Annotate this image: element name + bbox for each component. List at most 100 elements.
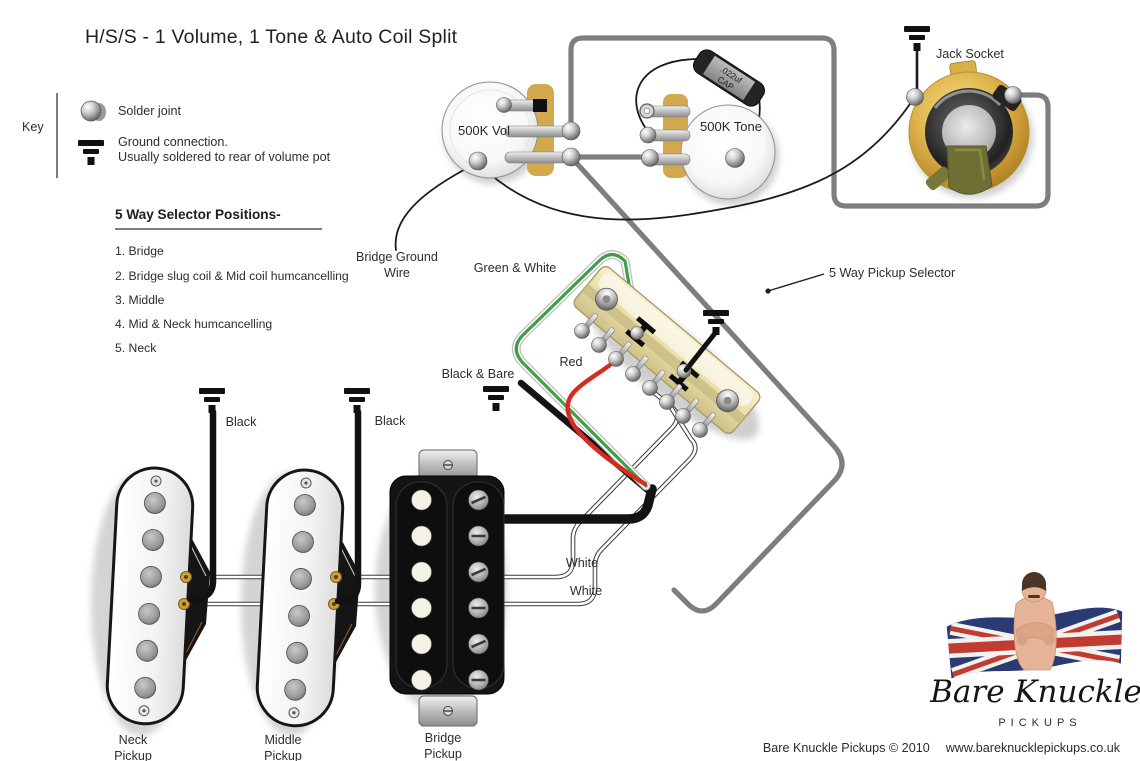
selector-label: 5 Way Pickup Selector (829, 266, 955, 280)
bridge-ground-wire (394, 162, 478, 251)
annotations: H/S/S - 1 Volume, 1 Tone & Auto Coil Spl… (85, 26, 1004, 761)
positions-heading: 5 Way Selector Positions- (115, 207, 281, 222)
tone-pot: 500K Tone (639, 94, 776, 200)
selector-ground-lead (683, 329, 719, 373)
neck-pole-pieces (134, 492, 166, 699)
capacitor-label-band (702, 55, 756, 101)
neck-pickup-label-line1: Neck (119, 733, 148, 747)
brand-sub-name: PICKUPS (998, 717, 1081, 729)
bridge-ground-label-line2: Wire (384, 266, 410, 280)
pot-to-jack-ground-wire (479, 100, 913, 221)
selector-screw-center (602, 295, 611, 304)
black-label-middle: Black (375, 414, 406, 428)
selector-leader-dot (765, 288, 771, 294)
volume-top-lug-terminal (533, 99, 547, 112)
footer-url: www.bareknucklepickups.co.uk (945, 741, 1121, 755)
jack-clip-detail (955, 148, 986, 181)
position-item-2: 2. Bridge slug coil & Mid coil humcancel… (115, 269, 349, 283)
position-item-1: 1. Bridge (115, 244, 164, 258)
volume-lugs (504, 99, 568, 164)
solder-joint (561, 121, 581, 141)
selector-stripe (581, 283, 746, 424)
neck-pickup-label-line2: Pickup (114, 749, 152, 761)
brand-script-name: Bare Knuckle (929, 674, 1140, 710)
solder-joint (641, 149, 659, 167)
white-label-upper: White (566, 556, 598, 570)
ground-symbol-jack (904, 26, 930, 51)
jack-highlight (933, 89, 1002, 109)
humbucker-slug-poles (411, 489, 432, 691)
white-label-lower: White (570, 584, 602, 598)
solder-joint (906, 88, 924, 106)
solder-joint-icon (80, 100, 102, 122)
volume-pot: 500K Vol (441, 81, 581, 179)
vol-to-jack-wire (568, 35, 1051, 209)
position-item-3: 3. Middle (115, 293, 165, 307)
selector-solder-joints (574, 323, 708, 438)
jack-clip-left (925, 166, 951, 191)
ground-symbol-key (78, 140, 104, 165)
ground-symbol-black-bare (483, 386, 509, 411)
footer-line: Bare Knuckle Pickups © 2010 www.bareknuck… (763, 741, 1121, 755)
footer-copyright: Bare Knuckle Pickups © 2010 (763, 741, 930, 755)
position-item-4: 4. Mid & Neck humcancelling (115, 317, 272, 331)
bridge-pickup-label-line2: Pickup (424, 747, 462, 761)
tone-capacitor: .022uf CAP (692, 49, 766, 107)
bridge-pickup-label-line1: Bridge (425, 731, 461, 745)
red-label: Red (559, 355, 582, 369)
selector-positions-list: 5 Way Selector Positions- 1. Bridge 2. B… (115, 207, 349, 355)
black-bare-label: Black & Bare (442, 367, 515, 381)
bridge-ground-label-line1: Bridge Ground (356, 250, 438, 264)
green-wire (514, 252, 648, 488)
ground-symbol-middle (344, 388, 370, 413)
tone-pot-label: 500K Tone (700, 119, 762, 134)
key-ground-line2: Usually soldered to rear of volume pot (118, 150, 331, 164)
solder-joint (725, 148, 745, 168)
ground-symbols (78, 26, 930, 413)
ground-symbol-neck (199, 388, 225, 413)
solder-joint (639, 126, 657, 144)
five-way-selector (573, 266, 761, 434)
position-item-5: 5. Neck (115, 341, 157, 355)
neck-black-wire (186, 408, 217, 603)
middle-pickup-label-line2: Pickup (264, 749, 302, 761)
solder-joint (1004, 86, 1022, 104)
humbucker-screw-poles (468, 489, 489, 691)
white-wire-lower (182, 404, 697, 606)
selector-screw-center (723, 396, 732, 405)
boxer-figure (1013, 572, 1057, 671)
solder-joint (468, 151, 488, 171)
humbucker-screw-coil (452, 481, 505, 689)
middle-black-wire (334, 408, 362, 605)
red-wire (565, 358, 648, 487)
selector-leader-line (767, 273, 825, 292)
solder-joint (561, 147, 581, 167)
jack-socket-label: Jack Socket (936, 47, 1004, 61)
middle-pickup-label-line1: Middle (264, 733, 301, 747)
jack-clip (946, 145, 993, 195)
volume-pot-label: 500K Vol (458, 123, 510, 138)
middle-pole-pieces (284, 494, 316, 701)
neck-pickup (105, 466, 210, 726)
middle-pickup (255, 468, 360, 728)
humbucker-slug-coil (395, 481, 448, 689)
key-solder-label: Solder joint (118, 104, 182, 118)
vol-to-selector-wire (568, 154, 845, 614)
open-lug-hole (643, 107, 651, 115)
cap-left-lead (635, 58, 698, 135)
solder-joint (496, 97, 512, 113)
selector-highlight (598, 273, 753, 407)
page-title: H/S/S - 1 Volume, 1 Tone & Auto Coil Spl… (85, 26, 458, 48)
bridge-pickup (389, 449, 505, 727)
jack-socket (906, 60, 1030, 195)
black-label-neck: Black (226, 415, 257, 429)
ground-symbol-selector (703, 310, 729, 335)
brand-logo: Bare Knuckle PICKUPS (929, 572, 1140, 729)
humbucker-cable-group (500, 250, 657, 524)
key-ground-line1: Ground connection. (118, 135, 228, 149)
key-label: Key (22, 120, 44, 134)
key-panel: Key Solder joint Ground connection. Usua… (22, 93, 331, 178)
green-white-label: Green & White (474, 261, 557, 275)
